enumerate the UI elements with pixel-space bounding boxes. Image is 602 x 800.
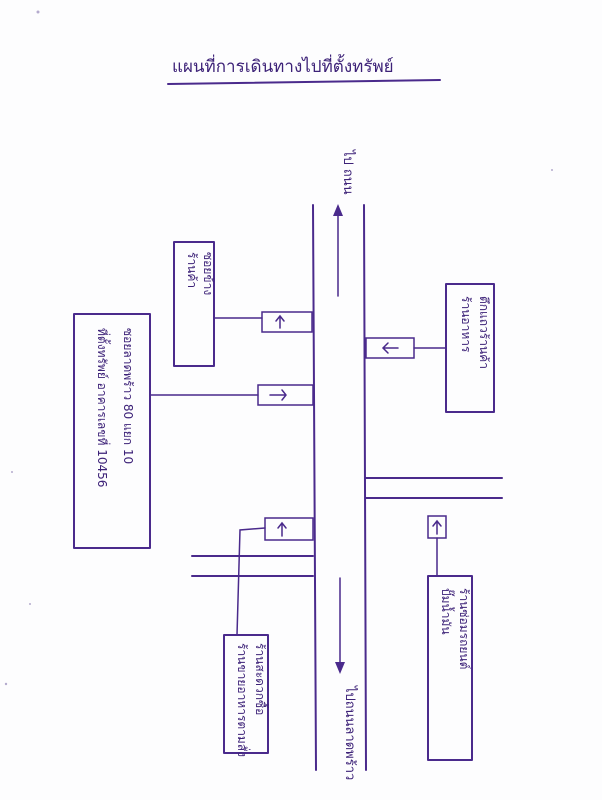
- road-direction-top-label: ไป ถนน: [340, 149, 356, 195]
- paper-speck: [4, 682, 8, 686]
- box-right-bottom: ปั๊มน้ำมัน ร้านซ่อมรถยนต์: [427, 575, 473, 761]
- title-underline: [167, 79, 441, 85]
- box-left-long-line2: ซอยลาดพร้าว 80 แยก 10: [121, 328, 135, 464]
- road-arrow-up-icon: [333, 204, 343, 216]
- box-left-bottom-line1: ร้านขายอาหารตามสั่ง: [235, 643, 251, 757]
- map-title: แผนที่การเดินทางไปที่ตั้งทรัพย์: [172, 54, 394, 77]
- road-arrow-down-icon: [335, 662, 345, 674]
- box-right-top-line2: ตึกแถวร้านค้า: [477, 296, 491, 369]
- paper-speck: [551, 169, 553, 171]
- marker-bottom-left: [264, 517, 314, 541]
- connector-bottom-left: [236, 527, 266, 636]
- box-left-long: ที่ตั้งทรัพย์ อาคารเลขที่ 10456 ซอยลาดพร…: [73, 313, 151, 549]
- box-left-bottom-line2: ร้านสะดวกซื้อ: [253, 643, 269, 715]
- marker-middle-left: [257, 384, 314, 406]
- box-right-bottom-line2: ร้านซ่อมรถยนต์: [457, 588, 471, 669]
- paper-speck: [29, 603, 31, 605]
- box-left-bottom: ร้านขายอาหารตามสั่ง ร้านสะดวกซื้อ: [223, 634, 269, 757]
- box-right-bottom-line1: ปั๊มน้ำมัน: [439, 588, 455, 635]
- box-top-left-line1: ร้านค้า: [185, 252, 199, 288]
- box-top-left-line2: ซอยข้าง: [201, 252, 215, 295]
- main-road-left-edge: [312, 204, 317, 771]
- box-left-long-line1: ที่ตั้งทรัพย์ อาคารเลขที่ 10456: [95, 328, 111, 487]
- marker-right-top: [365, 337, 415, 359]
- paper-speck: [36, 10, 40, 14]
- box-right-top-line1: ร้านอาหาร: [459, 296, 473, 353]
- paper-speck: [11, 471, 13, 473]
- box-right-top: ร้านอาหาร ตึกแถวร้านค้า: [445, 283, 495, 413]
- road-direction-bottom-label: ไปถนนลาดพร้าว: [342, 685, 358, 780]
- marker-top-left: [261, 311, 313, 333]
- box-top-left: ร้านค้า ซอยข้าง: [173, 241, 215, 367]
- marker-right-bottom: [427, 515, 447, 539]
- main-road-right-edge: [363, 204, 367, 771]
